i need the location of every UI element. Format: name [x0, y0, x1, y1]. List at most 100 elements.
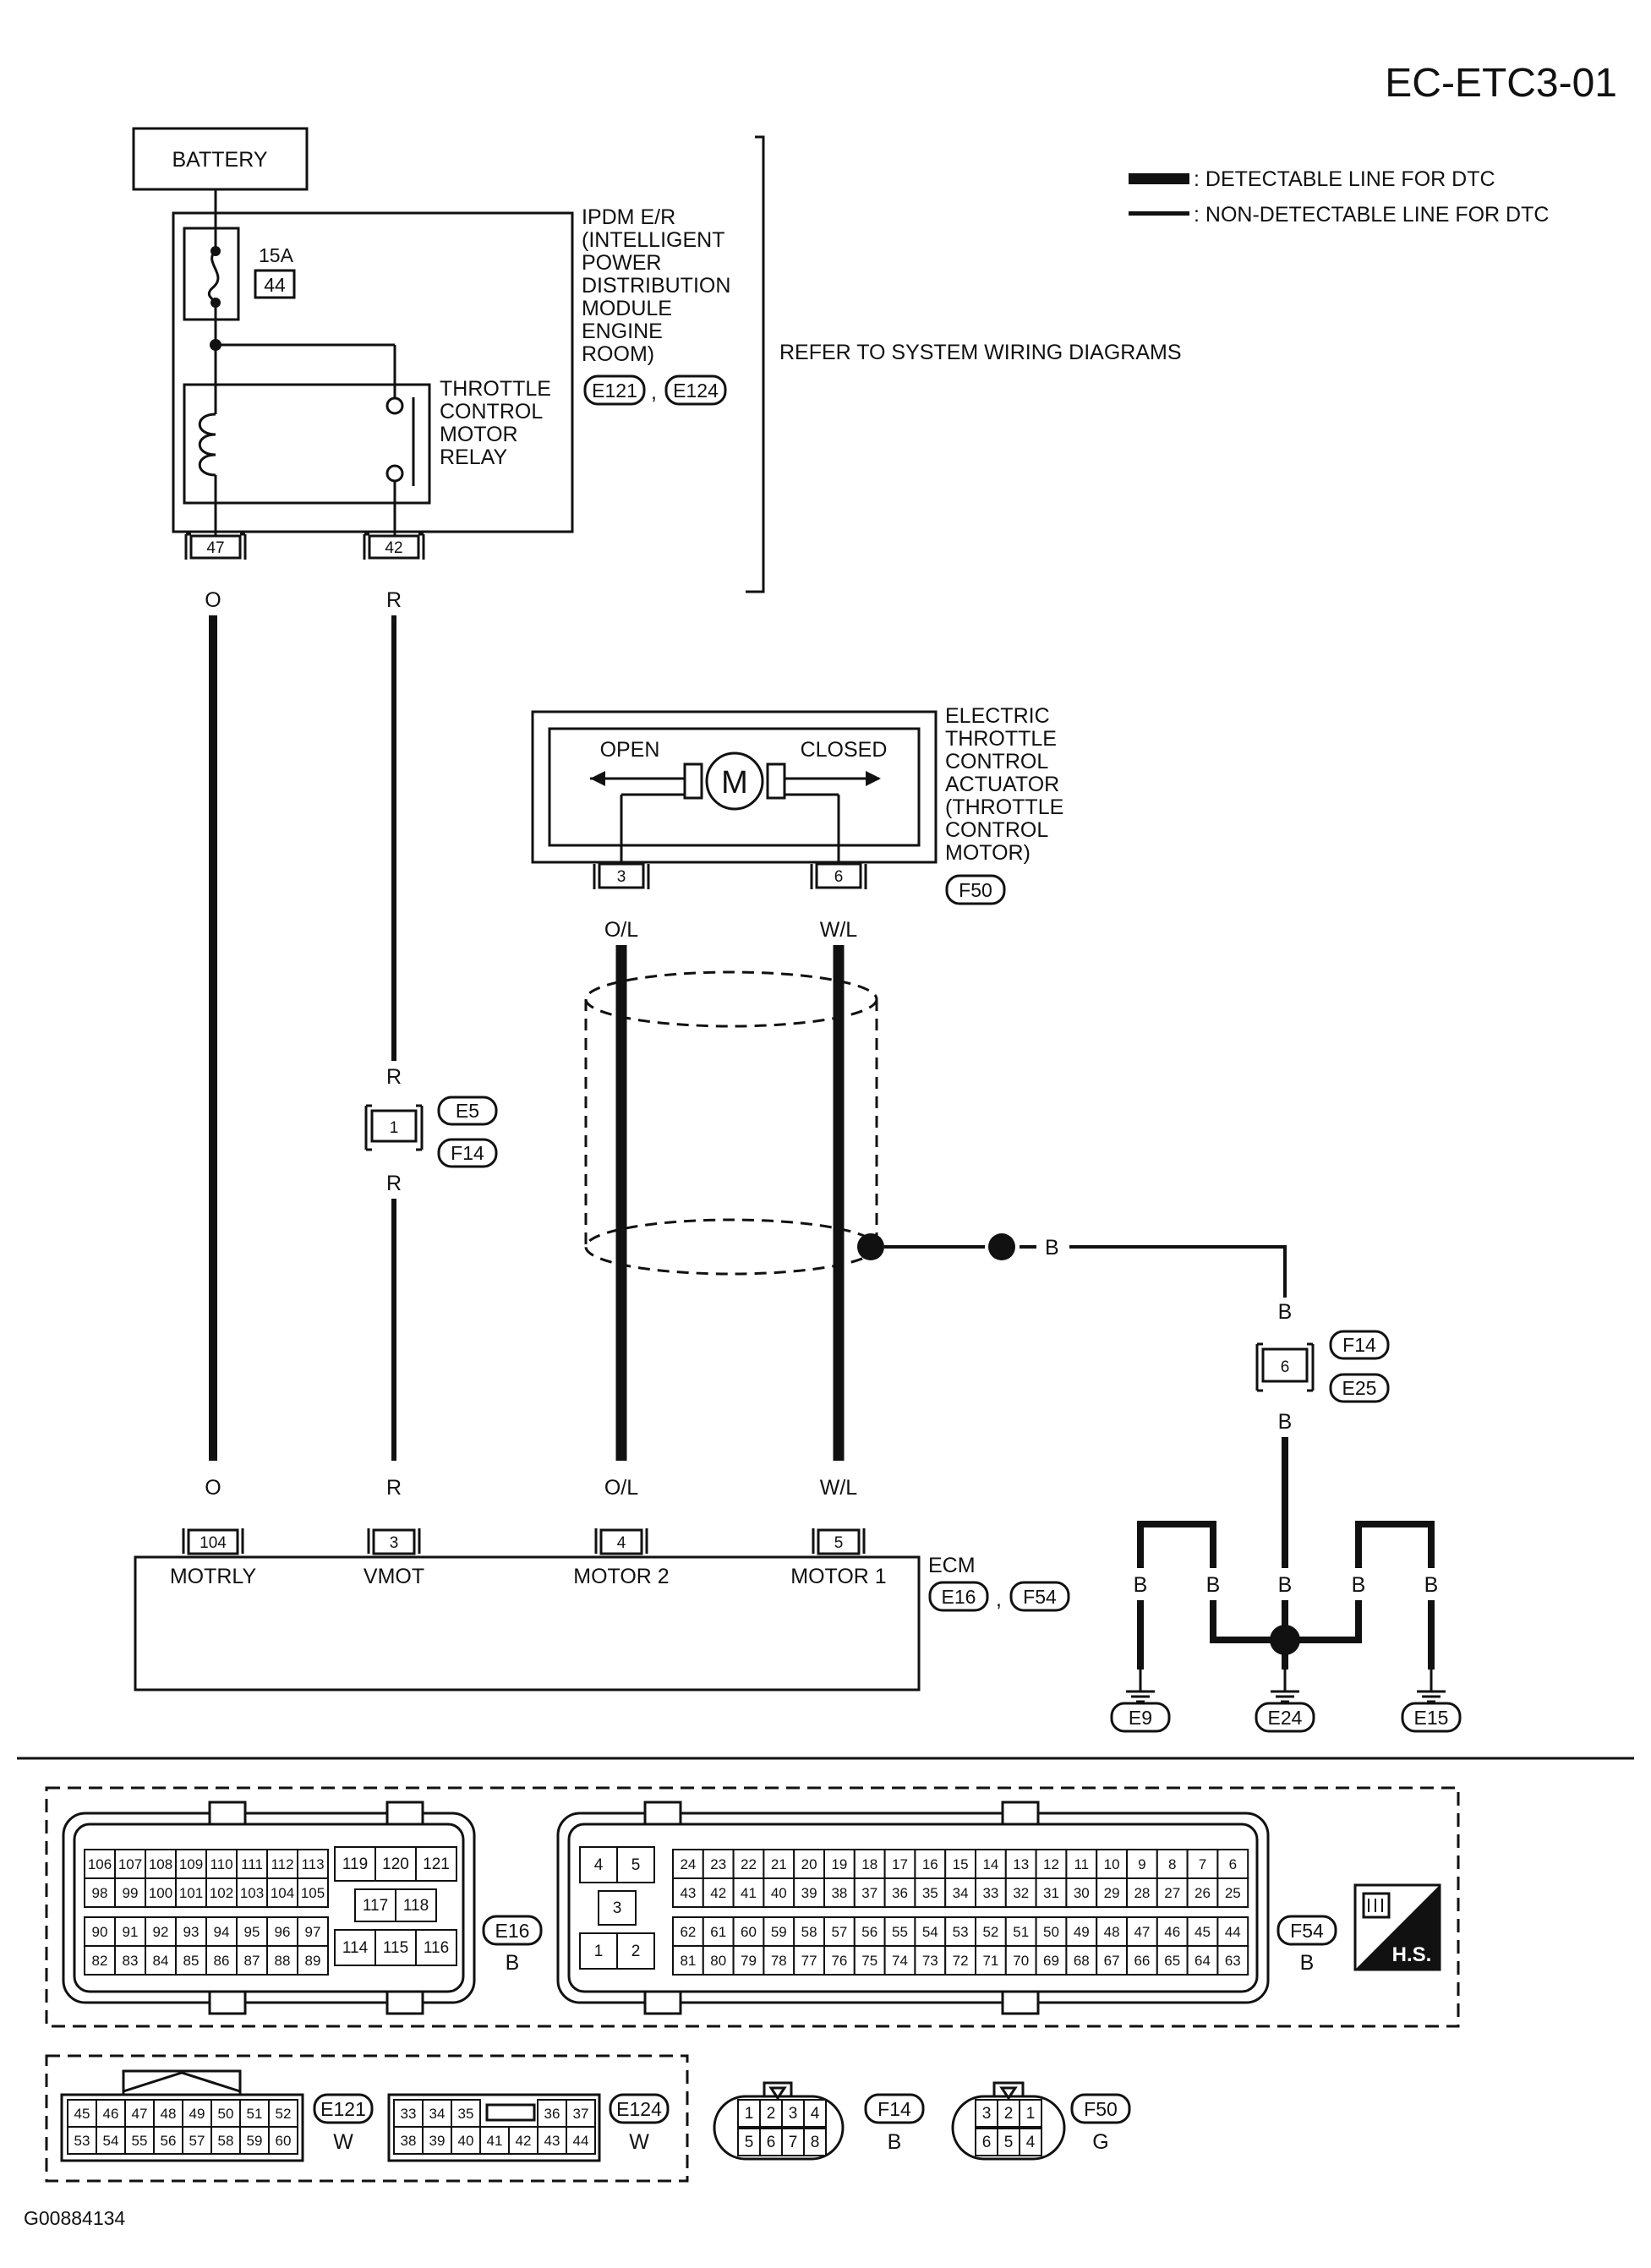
connector-tag-e121-face: E121	[320, 2098, 366, 2120]
pin-number: 44	[1225, 1924, 1241, 1940]
svg-text:3: 3	[390, 1534, 399, 1552]
pin-number: 114	[342, 1939, 369, 1957]
pin-cell	[145, 1877, 177, 1908]
ecm-pin-5: 5	[812, 1528, 866, 1555]
pin-number: 63	[1225, 1953, 1241, 1969]
pin-cell	[579, 1846, 618, 1883]
pin-cell	[1004, 1945, 1037, 1976]
pin-number: 111	[241, 1856, 263, 1872]
pin-number: 5	[745, 2134, 754, 2151]
ecm-label: ECM	[928, 1554, 976, 1577]
terminal-motor2: MOTOR 2	[573, 1565, 669, 1588]
ground-icon	[1269, 1668, 1301, 1703]
terminal-motor1: MOTOR 1	[790, 1565, 886, 1588]
pin-cell	[114, 1945, 146, 1976]
pin-number: 57	[189, 2133, 205, 2149]
ipdm-line-2: (INTELLIGENT	[582, 228, 724, 252]
pin-number: 59	[771, 1924, 787, 1940]
ground-tag-e15: E15	[1414, 1707, 1449, 1729]
pin-cell	[566, 2126, 596, 2155]
pin-number: 98	[92, 1885, 108, 1901]
pin-cell	[1019, 2128, 1042, 2156]
ipdm-line-6: ENGINE	[582, 320, 663, 343]
pin-number: 40	[771, 1885, 787, 1901]
pin-number: 52	[982, 1924, 998, 1940]
pin-number: 37	[573, 2106, 589, 2122]
pin-cell	[803, 2099, 827, 2128]
page-code: EC-ETC3-01	[1385, 61, 1617, 106]
pin-number: 45	[1195, 1924, 1211, 1940]
pin-number: 83	[123, 1953, 139, 1969]
connector-tag-e16: E16	[942, 1586, 976, 1608]
pin-cell	[175, 1877, 207, 1908]
closed-label: CLOSED	[801, 738, 888, 762]
motor-icon	[705, 751, 764, 811]
pin-number: 39	[801, 1885, 817, 1901]
pin-number: 3	[789, 2105, 798, 2123]
open-arrow-icon	[590, 771, 605, 786]
pin-number: 23	[710, 1856, 726, 1872]
joint-e5-f14: 1 E5 F14	[364, 1096, 498, 1168]
pin-cell	[1186, 1916, 1219, 1947]
pin-number: 8	[1168, 1856, 1176, 1872]
pin-number: 33	[982, 1885, 998, 1901]
pin-number: 108	[149, 1856, 172, 1872]
pin-number: 100	[149, 1885, 172, 1901]
ground-tag-e24: E24	[1268, 1707, 1303, 1729]
pin-number: 7	[1199, 1856, 1206, 1872]
pin-number: 5	[1004, 2134, 1014, 2151]
pin-number: 113	[301, 1856, 324, 1872]
pin-number: 47	[132, 2106, 148, 2122]
wire-color-r-top: R	[386, 588, 402, 612]
pin-cell	[1096, 1916, 1128, 1947]
connector-color-e121: W	[333, 2130, 353, 2154]
pin-number: 92	[153, 1924, 169, 1940]
svg-text:ELECTRIC: ELECTRIC	[945, 704, 1050, 728]
pin-cell	[803, 2128, 827, 2156]
pin-number: 67	[1104, 1953, 1120, 1969]
pin-number: 103	[240, 1885, 264, 1901]
relay-box	[183, 383, 431, 505]
pin-number: 107	[118, 1856, 142, 1872]
pin-number: 49	[189, 2106, 205, 2122]
ipdm-label: IPDM E/R (INTELLIGENT POWER DISTRIBUTION…	[582, 205, 730, 406]
pin-number: 66	[1134, 1953, 1150, 1969]
pin-number: 61	[710, 1924, 726, 1940]
pin-number: 89	[305, 1953, 321, 1969]
pin-cell	[1216, 1945, 1249, 1976]
pin-number: 41	[741, 1885, 757, 1901]
pin-number: 48	[161, 2106, 177, 2122]
pin-number: 14	[982, 1856, 998, 1872]
refer-bracket	[746, 135, 765, 593]
pin-number: 44	[573, 2133, 589, 2149]
open-label: OPEN	[600, 738, 660, 762]
wire-color-wl-bottom: W/L	[820, 1476, 858, 1500]
pin-number: 4	[1026, 2134, 1036, 2151]
ground-splice	[1270, 1625, 1300, 1655]
pin-cell	[1096, 1877, 1128, 1908]
pin-cell	[266, 1849, 298, 1879]
keyway-slot	[485, 2103, 536, 2122]
svg-text:6: 6	[1281, 1358, 1290, 1376]
pin-cell	[67, 2099, 97, 2128]
svg-text:6: 6	[834, 868, 844, 886]
pin-number: 59	[247, 2133, 263, 2149]
pin-cell	[975, 1877, 1007, 1908]
wire-color-o-top: O	[205, 588, 221, 612]
ipdm-line-4: DISTRIBUTION	[582, 274, 730, 298]
pin-number: 12	[1043, 1856, 1059, 1872]
connector-tag-f50: F50	[959, 879, 992, 901]
pin-number: 99	[123, 1885, 139, 1901]
fuse-box	[183, 227, 240, 321]
ecm-pin-4: 4	[594, 1528, 648, 1555]
pin-cell	[1126, 1916, 1158, 1947]
ground-tag-e9: E9	[1129, 1707, 1152, 1729]
svg-text:1: 1	[390, 1119, 399, 1137]
refer-text: REFER TO SYSTEM WIRING DIAGRAMS	[779, 341, 1182, 364]
ipdm-connector-frame	[45, 2054, 689, 2183]
relay-label-2: CONTROL	[440, 400, 543, 424]
pin-number: 1	[745, 2105, 754, 2123]
